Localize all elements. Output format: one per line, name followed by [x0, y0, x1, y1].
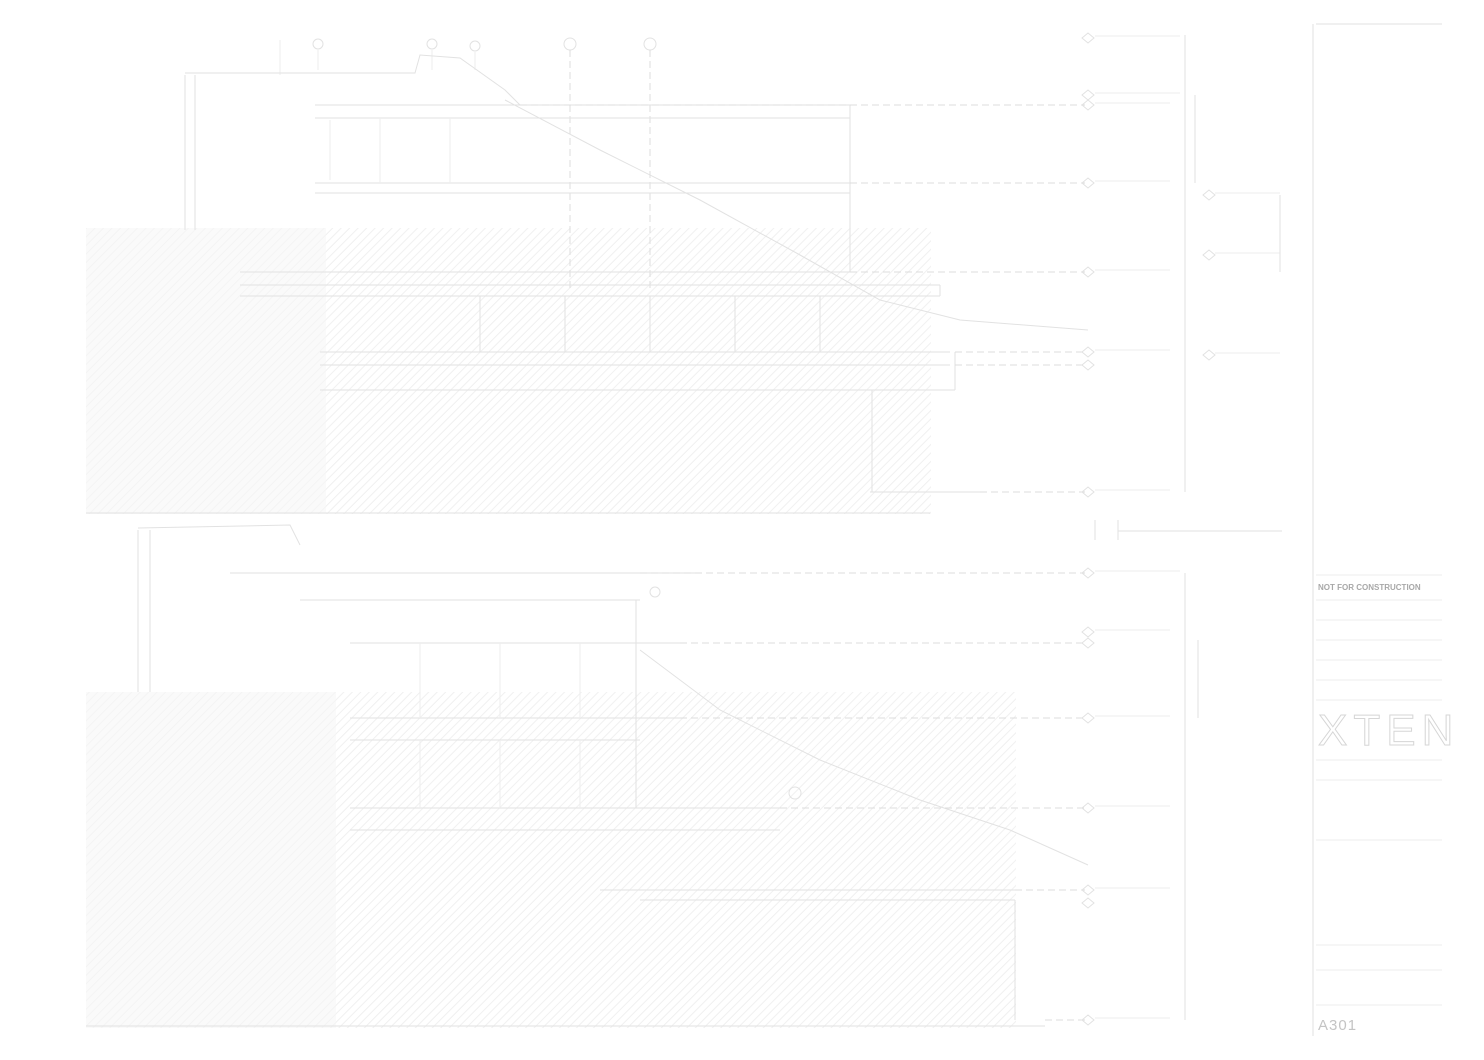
- building-outline-upper: [86, 54, 980, 514]
- title-block-stamp: NOT FOR CONSTRUCTION: [1318, 583, 1421, 592]
- level-markers-upper: [1081, 32, 1281, 498]
- upper-building-section: [86, 32, 1281, 514]
- grid-lines-upper: [279, 37, 657, 290]
- lower-building-section: [86, 524, 1199, 1028]
- level-datums-lower: [640, 572, 1199, 1021]
- sheet-number: A301: [1318, 1017, 1357, 1034]
- level-datums-upper: [520, 35, 1196, 493]
- section-title-divider: [1094, 520, 1282, 540]
- slope-line-upper: [504, 99, 1089, 331]
- title-block: NOT FOR CONSTRUCTION XTEN A301: [1312, 23, 1459, 1036]
- slope-line-lower: [639, 649, 1089, 866]
- firm-logo: XTEN: [1318, 706, 1459, 755]
- building-outline-lower: [86, 524, 1045, 1027]
- level-markers-lower: [1081, 567, 1180, 1026]
